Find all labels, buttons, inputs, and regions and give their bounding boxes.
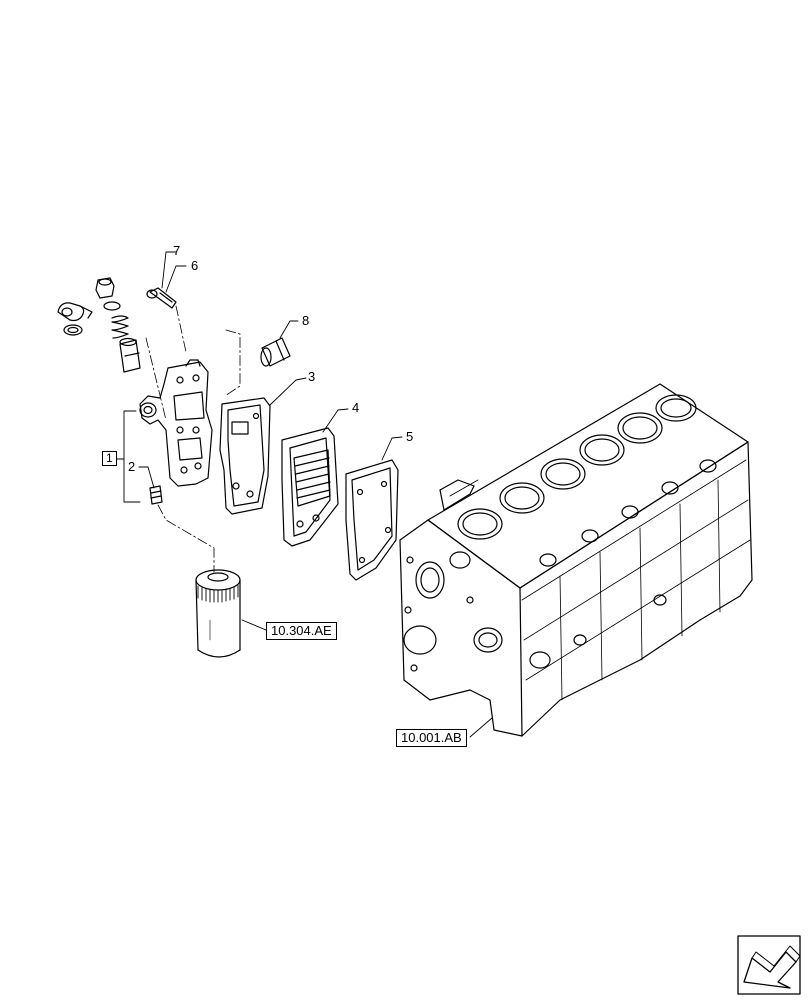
callout-4: 4 [352, 400, 360, 415]
oil-cooler [281, 427, 339, 547]
leader-lines [113, 251, 493, 738]
oil-filter-reference-link[interactable]: 10.304.AE [266, 622, 337, 641]
assembly-center-lines [145, 305, 241, 573]
gasket-5 [345, 459, 399, 581]
oil-filter-canister [195, 569, 241, 658]
threaded-nipple [149, 485, 163, 505]
mounting-bolt [146, 287, 177, 309]
engine-block-reference-link[interactable]: 10.001.AB [396, 729, 467, 748]
callout-3: 3 [308, 369, 316, 384]
callout-2: 2 [128, 459, 136, 474]
next-page-arrow-icon[interactable] [737, 935, 801, 995]
callout-5: 5 [406, 429, 414, 444]
callout-8: 8 [302, 313, 310, 328]
engine-block [399, 383, 753, 737]
gasket-3 [219, 397, 271, 515]
callout-7: 7 [173, 243, 181, 258]
oil-filter-head-housing [139, 359, 213, 487]
plug-fitting [260, 337, 291, 367]
callout-6: 6 [191, 258, 199, 273]
relief-valve-parts [57, 277, 141, 373]
callout-1-box: 1 [102, 451, 117, 467]
